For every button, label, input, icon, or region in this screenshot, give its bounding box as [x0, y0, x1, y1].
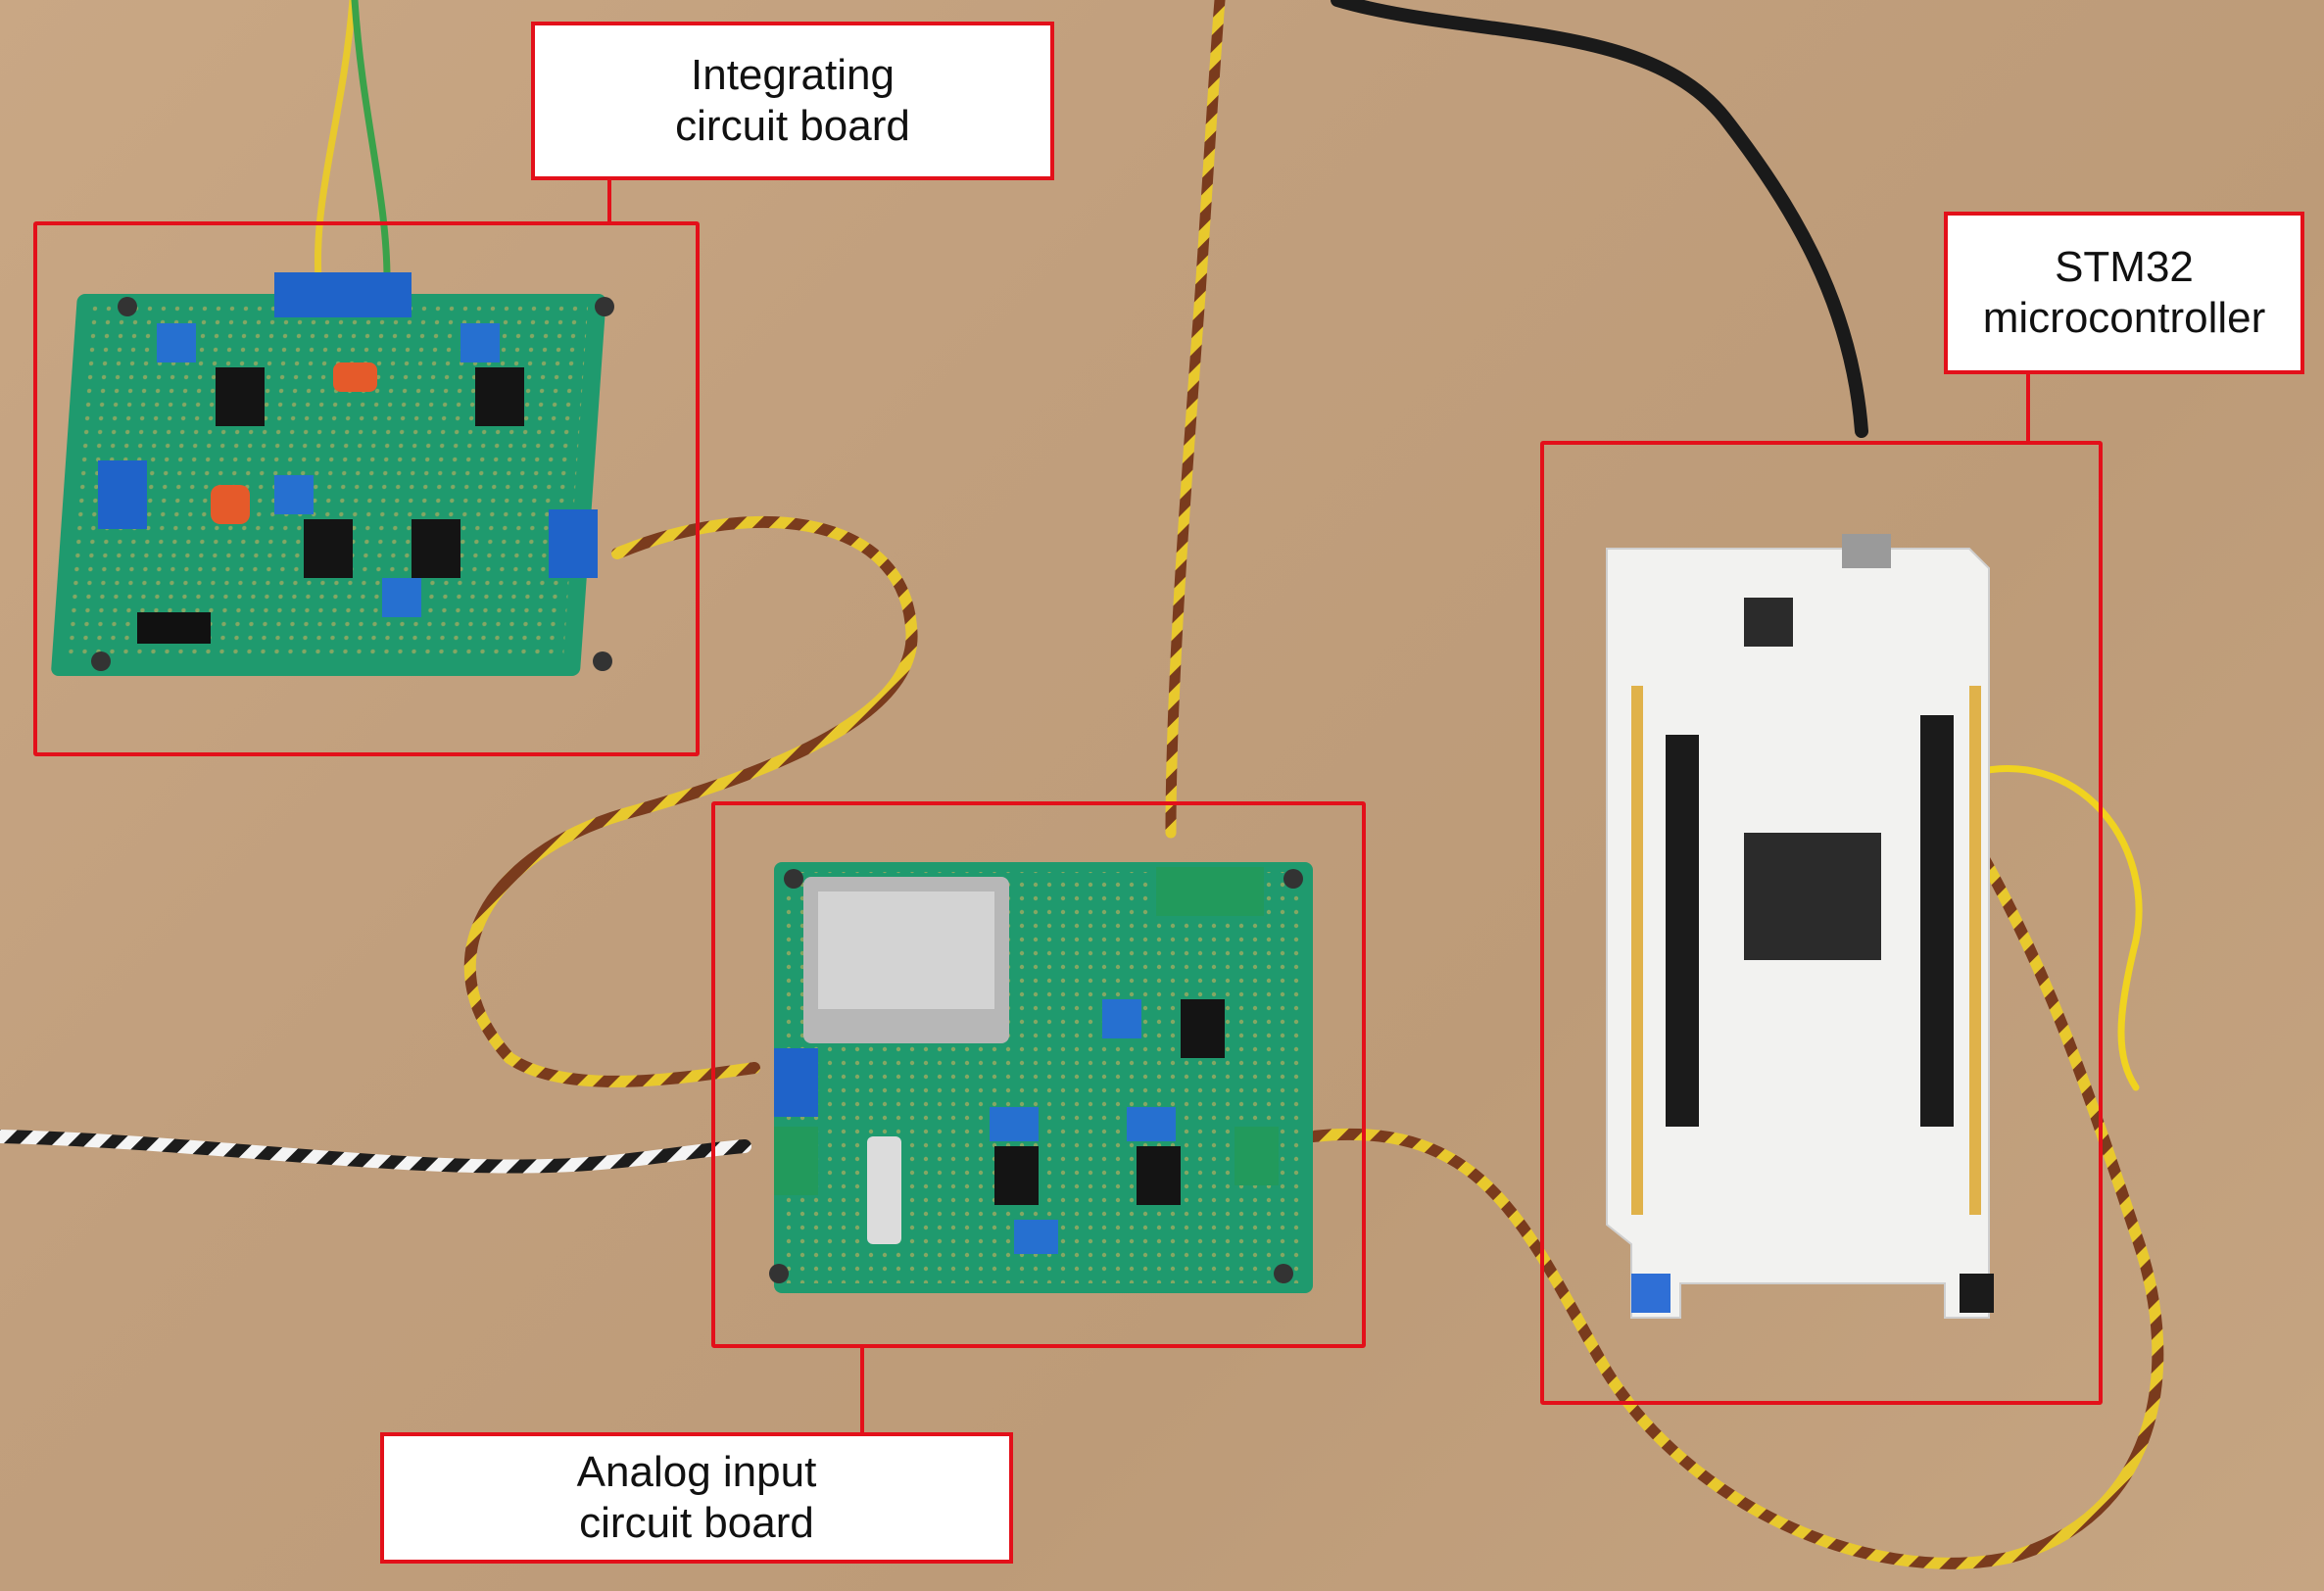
ic-chip: [994, 1146, 1039, 1205]
terminal-block-left: [774, 1048, 818, 1117]
trimmer: [1014, 1220, 1058, 1254]
integrating-board-outline: [33, 221, 700, 756]
nucleo-board: [1606, 534, 1994, 1319]
cable-integrating-top-green: [351, 0, 391, 283]
header-left: [1666, 735, 1699, 1127]
capacitor: [211, 485, 250, 524]
cable-analog-top: [1165, 0, 1226, 839]
terminal-block-left-green: [774, 1127, 818, 1195]
integrating-label-line1: Integrating: [691, 51, 895, 100]
dip-switch: [137, 612, 211, 644]
white-black-cable: [0, 1130, 751, 1174]
usb-cable: [1331, 0, 1868, 438]
trimmer: [1127, 1107, 1176, 1141]
ic-chip: [1137, 1146, 1181, 1205]
yellow-loop-stm32: [1965, 765, 2143, 1091]
ic-chip: [304, 519, 353, 578]
analog-board-outline: [711, 801, 1366, 1348]
terminal-block-right-green: [1235, 1127, 1279, 1185]
analog-board-label: Analog input circuit board: [380, 1432, 1013, 1564]
terminal-block-top: [1156, 867, 1264, 916]
integrating-board: [51, 272, 614, 676]
ic-chip: [216, 367, 265, 426]
terminal-block: [274, 272, 412, 317]
ic-chip: [412, 519, 460, 578]
ic-chip: [475, 367, 524, 426]
trimmer: [990, 1107, 1039, 1141]
trimmer: [1102, 999, 1141, 1038]
ic-chip: [1181, 999, 1225, 1058]
fuse: [867, 1136, 901, 1244]
trimmer: [382, 578, 421, 617]
terminal-block-right: [549, 509, 598, 578]
pin-strip-left: [1631, 686, 1643, 1215]
terminal-block-left: [98, 460, 147, 529]
analog-board: [769, 862, 1313, 1293]
button-reset: [1960, 1274, 1994, 1313]
trimmer: [274, 475, 314, 514]
analog-label-line2: circuit board: [579, 1499, 814, 1547]
stm32-board-outline: [1540, 441, 2103, 1405]
trimmer: [460, 323, 500, 362]
trimmer: [157, 323, 196, 362]
pin-strip-right: [1969, 686, 1981, 1215]
analog-label-line1: Analog input: [576, 1448, 817, 1497]
button-blue: [1631, 1274, 1670, 1313]
integrating-board-label: Integrating circuit board: [531, 22, 1054, 180]
usb-connector: [1842, 534, 1891, 568]
stm32-label: STM32 microcontroller: [1944, 212, 2304, 374]
mcu-chip: [1744, 833, 1881, 960]
stm32-label-line2: microcontroller: [1982, 294, 2266, 342]
cable-integrating-top: [314, 0, 357, 283]
capacitor: [333, 362, 377, 392]
header-right: [1920, 715, 1954, 1127]
stlink-chip: [1744, 598, 1793, 647]
integrating-label-line2: circuit board: [675, 102, 910, 150]
stm32-label-line1: STM32: [2055, 243, 2194, 292]
cable-integrating-to-analog: [463, 515, 918, 1087]
